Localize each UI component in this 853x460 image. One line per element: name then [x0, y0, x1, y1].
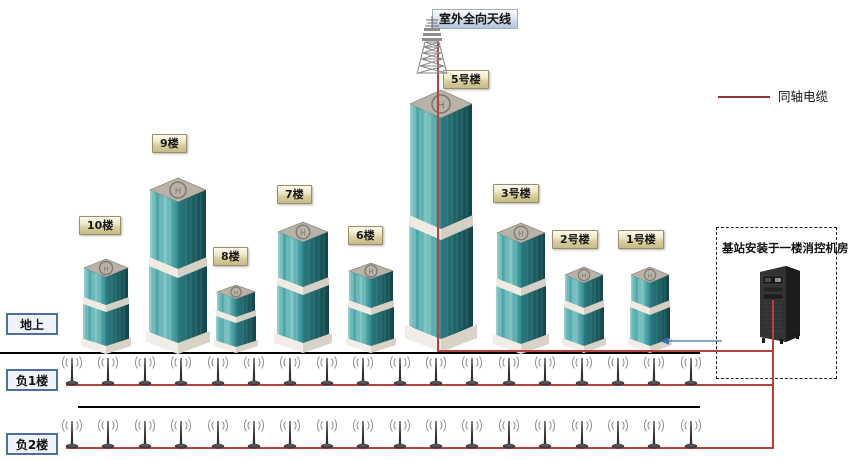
- ground-floor-separator: [0, 352, 700, 354]
- antenna-tower-icon: [404, 14, 460, 80]
- indoor-antenna-icon: [386, 418, 412, 449]
- indoor-antenna-icon: [458, 355, 484, 386]
- svg-text:H: H: [437, 101, 445, 112]
- indoor-antenna-icon: [349, 418, 375, 449]
- indoor-antenna-icon: [94, 355, 120, 386]
- building-label-1: 1号楼: [618, 230, 664, 249]
- building-label-3: 3号楼: [493, 184, 539, 203]
- server-rack-icon: [756, 262, 802, 350]
- indoor-antenna-icon: [167, 355, 193, 386]
- indoor-antenna-icon: [313, 418, 339, 449]
- coax-feeder-b2: [66, 447, 774, 449]
- building-label-2: 2号楼: [552, 230, 598, 249]
- indoor-antenna-icon: [131, 418, 157, 449]
- svg-text:H: H: [175, 187, 181, 197]
- building-label-5: 5号楼: [443, 70, 489, 89]
- legend-cable-label: 同轴电缆: [778, 89, 829, 104]
- indoor-antenna-icon: [204, 418, 230, 449]
- indoor-antenna-icon: [349, 355, 375, 386]
- building-label-8: 8楼: [213, 247, 248, 266]
- building-9: H: [140, 168, 216, 355]
- indoor-antenna-icon: [422, 355, 448, 386]
- indoor-antenna-icon: [677, 418, 703, 449]
- indoor-antenna-icon: [568, 418, 594, 449]
- coax-riser-equipment-room: [772, 300, 774, 448]
- indoor-antenna-icon: [495, 355, 521, 386]
- indoor-antenna-icon: [131, 355, 157, 386]
- indoor-antenna-icon: [204, 355, 230, 386]
- indoor-antenna-icon: [276, 418, 302, 449]
- building-3: H: [487, 215, 555, 355]
- indoor-antenna-icon: [458, 418, 484, 449]
- building-7: H: [268, 214, 338, 354]
- equipment-room-note: 基站安装于一楼消控机房: [722, 241, 849, 255]
- floor-label-b1: 负1楼: [6, 369, 58, 391]
- indoor-antenna-icon: [568, 355, 594, 386]
- callout-arrow-icon: [660, 332, 722, 351]
- indoor-antenna-icon: [495, 418, 521, 449]
- indoor-antenna-icon: [640, 355, 666, 386]
- indoor-antenna-icon: [604, 418, 630, 449]
- indoor-antenna-icon: [94, 418, 120, 449]
- indoor-antenna-icon: [640, 418, 666, 449]
- building-10: H: [74, 250, 138, 355]
- svg-text:H: H: [103, 266, 108, 274]
- building-label-10: 10楼: [79, 216, 122, 235]
- building-label-7: 7楼: [277, 185, 312, 204]
- indoor-antenna-icon: [276, 355, 302, 386]
- indoor-antenna-icon: [240, 418, 266, 449]
- svg-text:H: H: [582, 272, 587, 280]
- indoor-antenna-icon: [604, 355, 630, 386]
- legend-cable-swatch: [718, 96, 770, 98]
- antenna-row-b2: [0, 418, 853, 449]
- building-5: H: [400, 78, 482, 356]
- building-6: H: [339, 255, 403, 354]
- indoor-antenna-icon: [422, 418, 448, 449]
- indoor-antenna-icon: [167, 418, 193, 449]
- svg-text:H: H: [648, 272, 653, 280]
- floor-label-ground: 地上: [6, 313, 58, 335]
- coax-link-ground-to-riser: [437, 350, 773, 352]
- building-label-9: 9楼: [152, 134, 187, 153]
- building-1: H: [622, 260, 678, 354]
- indoor-antenna-icon: [240, 355, 266, 386]
- svg-text:H: H: [368, 268, 373, 276]
- equipment-room-box: [716, 227, 837, 379]
- building-label-6: 6楼: [348, 226, 383, 245]
- indoor-antenna-icon: [386, 355, 412, 386]
- coax-riser-building-5: [437, 40, 439, 352]
- outdoor-omni-antenna-label: 室外全向天线: [432, 9, 519, 29]
- svg-text:H: H: [518, 230, 524, 239]
- indoor-antenna-icon: [313, 355, 339, 386]
- indoor-antenna-icon: [58, 355, 84, 386]
- indoor-antenna-icon: [531, 418, 557, 449]
- indoor-antenna-icon: [531, 355, 557, 386]
- building-8: H: [208, 278, 264, 354]
- svg-text:H: H: [234, 290, 239, 297]
- building-2: H: [556, 260, 612, 354]
- svg-text:H: H: [300, 229, 306, 238]
- indoor-antenna-icon: [677, 355, 703, 386]
- coax-feeder-b1: [66, 384, 774, 386]
- antenna-row-b1: [0, 355, 853, 386]
- b1-floor-separator: [78, 406, 700, 408]
- floor-label-b2: 负2楼: [6, 433, 58, 455]
- indoor-antenna-icon: [58, 418, 84, 449]
